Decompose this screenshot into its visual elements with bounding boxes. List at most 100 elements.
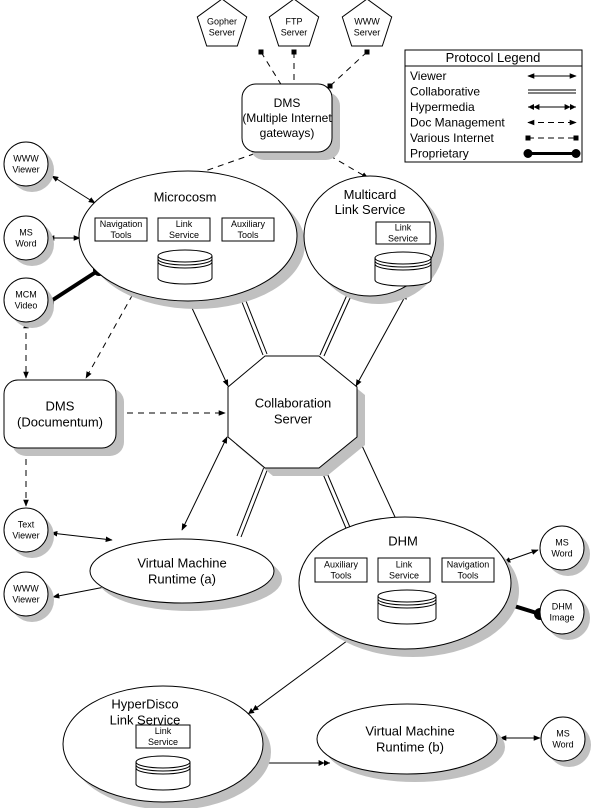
- dms-doc-node: DMS(Documentum): [3, 379, 124, 456]
- www-server-text: WWW: [354, 17, 380, 27]
- microcosm-box: [157, 217, 211, 242]
- conn-gopher-dms: [258, 49, 285, 89]
- multicard-title-text: Multicard: [344, 187, 397, 202]
- ms-word1-text: Word: [15, 239, 36, 249]
- microcosm-box: [221, 217, 275, 242]
- dms-top-text: (Multiple Internet: [242, 111, 332, 125]
- vm-a-text: Runtime (a): [148, 572, 216, 587]
- legend-label: Doc Management: [410, 116, 505, 130]
- dms-top-text: DMS: [274, 96, 301, 110]
- mcm-video-text: MCM: [15, 290, 37, 300]
- dhm-box-text: Service: [389, 571, 419, 581]
- dhm-image-text: Image: [549, 613, 574, 623]
- legend-item-hypermedia: Hypermedia: [410, 100, 576, 114]
- dms-top-text: gateways): [260, 126, 315, 140]
- dhm-title-text: DHM: [388, 534, 418, 549]
- microcosm-box-text: Service: [169, 230, 199, 240]
- conn-collab-dhm: [357, 436, 402, 531]
- multicard-box: [375, 221, 431, 245]
- collab-text: Server: [274, 412, 313, 427]
- microcosm-box-text: Tools: [237, 230, 259, 240]
- www-viewer1-text: WWW: [13, 154, 39, 164]
- microcosm-box: [94, 217, 148, 242]
- legend-item-viewer: Viewer: [410, 69, 577, 83]
- legend-label: Various Internet: [410, 131, 494, 145]
- ftp-text: Server: [281, 28, 308, 38]
- vm-b-text: Virtual Machine: [365, 724, 454, 739]
- dhm-box: [377, 557, 431, 583]
- legend-item-various-internet: Various Internet: [410, 131, 579, 145]
- conn-mcmvideo-microcosm: [42, 264, 105, 309]
- legend-item-collaborative: Collaborative: [410, 85, 576, 99]
- microcosm-box-text: Link: [176, 219, 193, 229]
- protocol-legend: Protocol Legend ViewerCollaborativeHyper…: [404, 49, 583, 163]
- ms-word1-text: MS: [19, 228, 33, 238]
- vm-a-text: Virtual Machine: [137, 556, 226, 571]
- dhm-box-text: Link: [396, 560, 413, 570]
- conn-multicard-collab: [355, 292, 408, 387]
- hyperdisco-box-text: Service: [148, 737, 178, 747]
- dms-doc-text: DMS: [46, 399, 75, 414]
- conn-microcosm-dmsdoc: [85, 284, 139, 379]
- conn-collab-vma: [181, 436, 228, 531]
- text-viewer-text: Viewer: [12, 531, 39, 541]
- dms-doc-text: (Documentum): [17, 415, 103, 430]
- dhm-box-text: Navigation: [447, 560, 490, 570]
- dhm-image-text: DHM: [552, 602, 573, 612]
- legend-label: Collaborative: [410, 85, 480, 99]
- conn-dms-multicard: [319, 149, 369, 179]
- microcosm-node: MicrocosmNavigationToolsLinkServiceAuxil…: [78, 170, 305, 309]
- dhm-box-text: Tools: [457, 571, 479, 581]
- database-icon: [377, 589, 437, 625]
- conn-dhm-msword: [503, 549, 539, 563]
- ms-word3-text: MS: [556, 729, 570, 739]
- dhm-box-text: Auxiliary: [324, 560, 359, 570]
- multicard-title-text: Link Service: [335, 202, 406, 217]
- dhm-box: [314, 557, 368, 583]
- text-viewer-text: Text: [18, 520, 35, 530]
- microcosm-box-text: Auxiliary: [231, 219, 266, 229]
- legend-label: Viewer: [410, 69, 446, 83]
- hyperdisco-title-text: HyperDisco: [111, 697, 178, 712]
- microcosm-box-text: Navigation: [100, 219, 143, 229]
- database-icon: [374, 251, 432, 287]
- dhm-box-text: Tools: [330, 571, 352, 581]
- gopher-text: Gopher: [207, 17, 237, 27]
- www-viewer2-text: WWW: [13, 584, 39, 594]
- microcosm-title-text: Microcosm: [154, 190, 217, 205]
- legend-title: Protocol Legend: [446, 50, 541, 65]
- ms-word2-text: Word: [551, 549, 572, 559]
- conn-wwwviewer-vma: [52, 584, 111, 599]
- www-viewer1-text: Viewer: [12, 165, 39, 175]
- legend-label: Hypermedia: [410, 100, 475, 114]
- legend-item-proprietary: Proprietary: [410, 147, 581, 161]
- microcosm-box-text: Tools: [110, 230, 132, 240]
- conn-microcosm-collab: [185, 294, 229, 387]
- hyperdisco-box-text: Link: [155, 726, 172, 736]
- collab-text: Collaboration: [255, 396, 332, 411]
- mcm-video-text: Video: [15, 301, 38, 311]
- ftp-text: FTP: [286, 17, 303, 27]
- multicard-box-text: Service: [388, 234, 418, 244]
- www-server-text: Server: [354, 28, 381, 38]
- legend-item-doc-management: Doc Management: [410, 116, 577, 130]
- vm-b-text: Runtime (b): [376, 740, 444, 755]
- conn-wwwviewer-microcosm: [51, 175, 96, 204]
- gopher-text: Server: [209, 28, 236, 38]
